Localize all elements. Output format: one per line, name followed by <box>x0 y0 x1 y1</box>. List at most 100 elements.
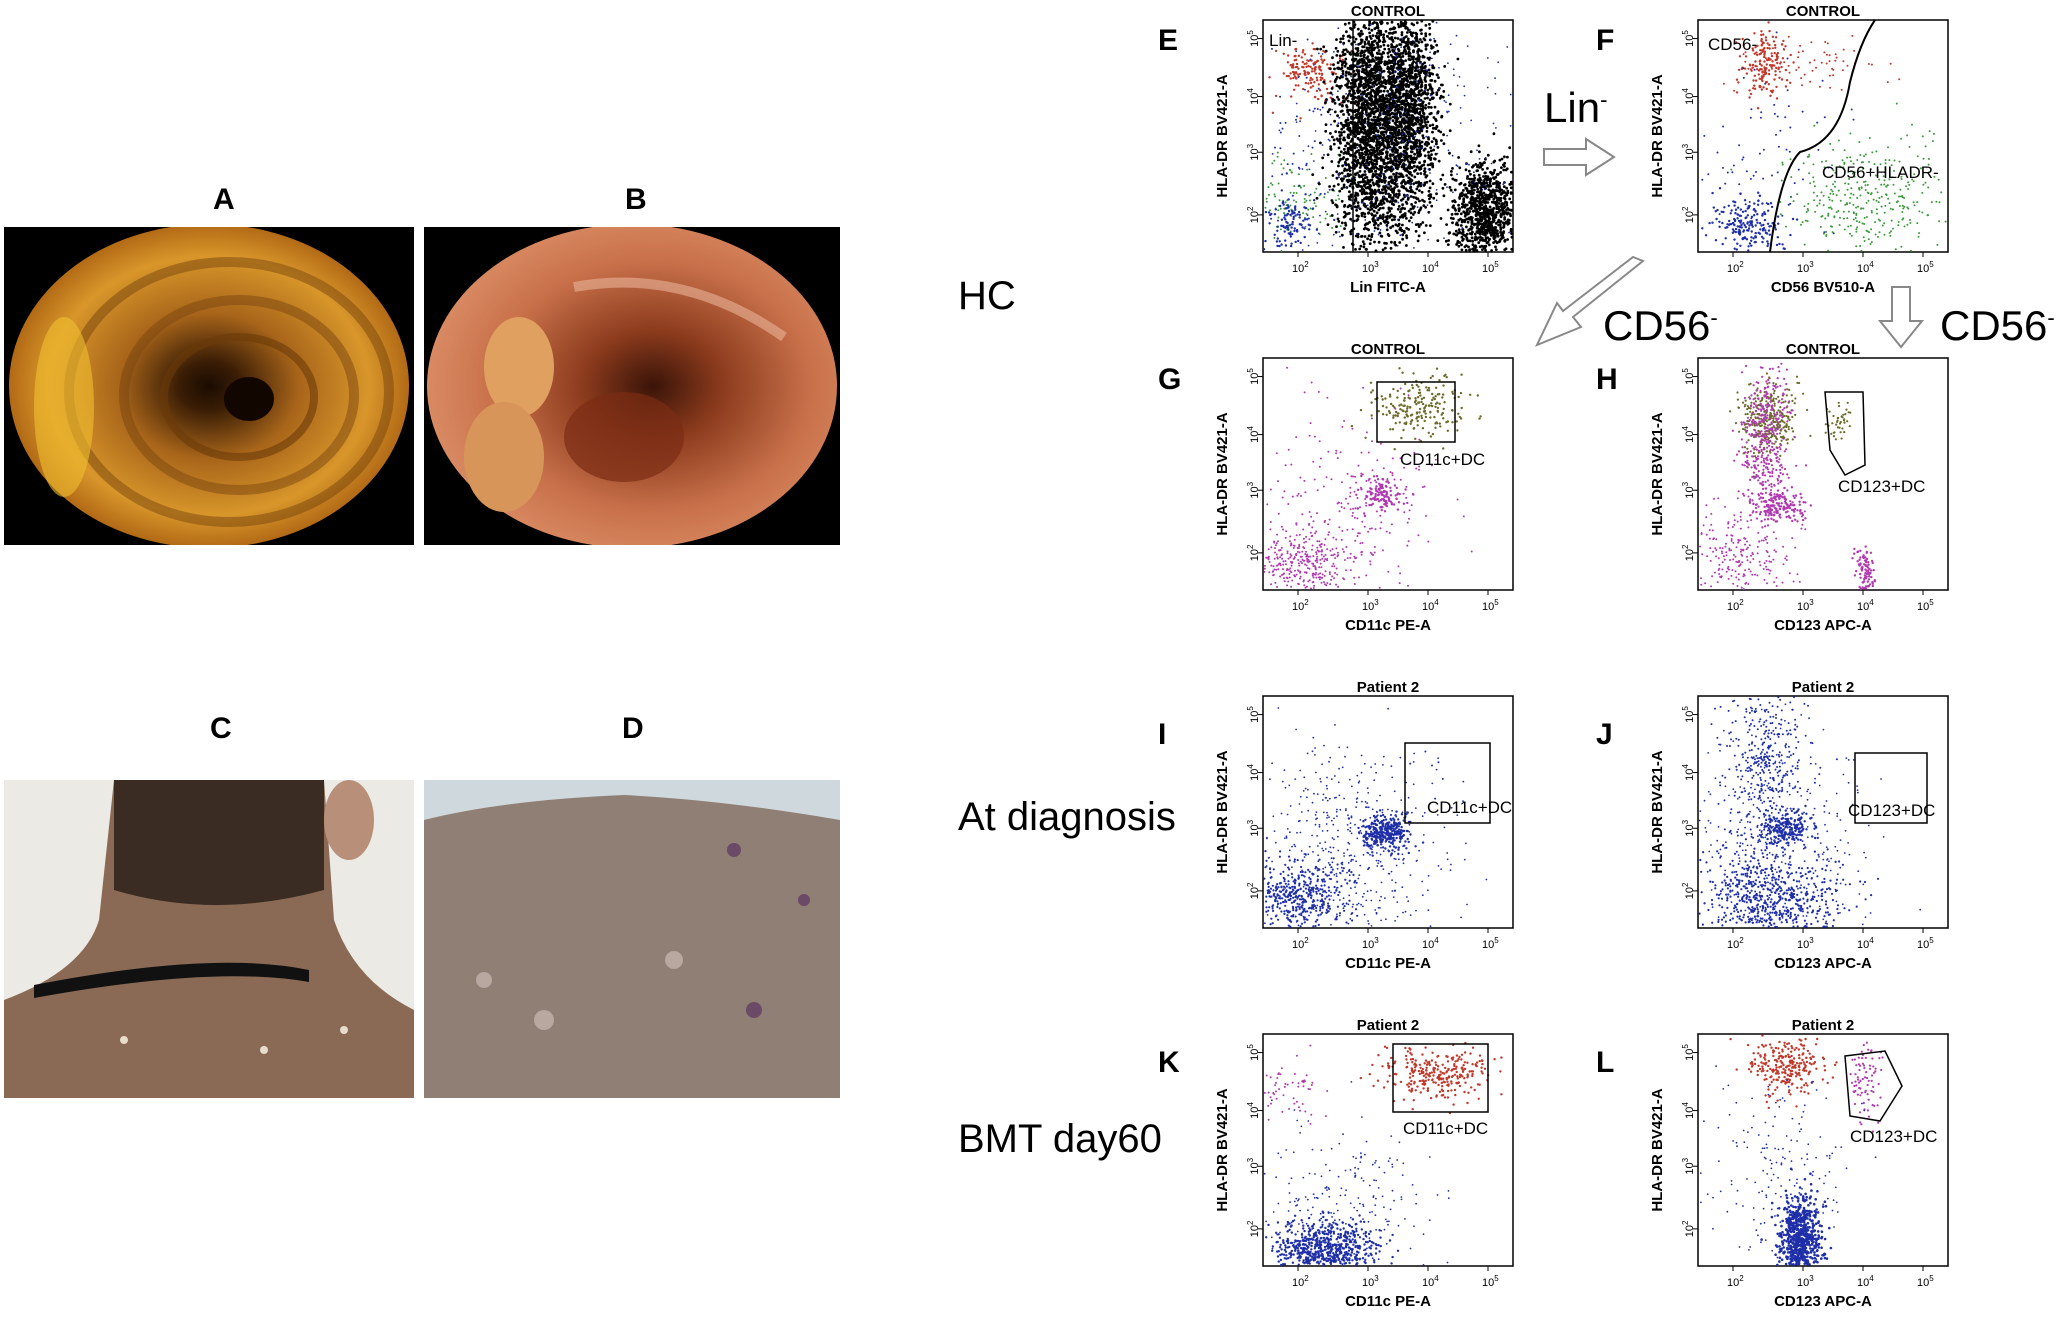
y-tick-label: 104 <box>1246 88 1261 105</box>
plot-title: CONTROL <box>1351 3 1425 20</box>
y-tick-exp: 2 <box>1681 882 1690 887</box>
y-tick-label: 104 <box>1681 426 1696 443</box>
y-axis-label: HLA-DR BV421-A <box>1649 750 1666 874</box>
y-tick-label: 105 <box>1246 706 1261 723</box>
y-axis-label: HLA-DR BV421-A <box>1649 1088 1666 1212</box>
plot-title: CONTROL <box>1786 3 1860 20</box>
row-label-bmt-day60: BMT day60 <box>958 1117 1162 1161</box>
x-tick-label: 104 <box>1857 260 1874 275</box>
y-tick-label: 102 <box>1246 1220 1261 1237</box>
x-tick-exp: 3 <box>1374 260 1379 269</box>
row-label-hc: HC <box>958 274 1016 318</box>
x-tick-label: 105 <box>1917 936 1934 951</box>
x-tick-exp: 2 <box>1304 260 1309 269</box>
y-tick-exp: 4 <box>1246 426 1255 431</box>
panel-label-h: H <box>1596 363 1618 396</box>
y-tick-label: 105 <box>1681 30 1696 47</box>
gate-label: CD11c+DC <box>1403 1119 1488 1138</box>
endoscopy-photo-b <box>424 227 840 545</box>
gate-curve <box>1769 19 1876 253</box>
gate-box <box>1376 381 1456 443</box>
y-tick-exp: 2 <box>1681 206 1690 211</box>
panel-label-j: J <box>1596 718 1613 751</box>
skin-photo-c-neck <box>4 780 414 1098</box>
plot-frame <box>1262 357 1514 591</box>
x-tick-exp: 3 <box>1809 936 1814 945</box>
x-tick-label: 103 <box>1797 936 1814 951</box>
x-tick-exp: 3 <box>1809 260 1814 269</box>
y-axis-label: HLA-DR BV421-A <box>1214 750 1231 874</box>
x-tick-label: 103 <box>1797 1274 1814 1289</box>
x-tick-exp: 4 <box>1869 598 1874 607</box>
x-tick-label: 104 <box>1422 1274 1439 1289</box>
y-tick-exp: 5 <box>1246 368 1255 373</box>
gate-box <box>1854 752 1928 824</box>
arrow-cd56-down <box>1878 286 1924 349</box>
x-tick-label: 105 <box>1917 1274 1934 1289</box>
x-tick-label: 103 <box>1797 598 1814 613</box>
y-tick-label: 104 <box>1681 88 1696 105</box>
x-tick-exp: 5 <box>1494 598 1499 607</box>
gate-label: CD11c+DC <box>1427 798 1512 817</box>
y-tick-exp: 3 <box>1681 1157 1690 1162</box>
event-dots <box>1263 366 1482 590</box>
y-tick-label: 102 <box>1681 1220 1696 1237</box>
x-axis-label: CD123 APC-A <box>1774 955 1872 972</box>
x-tick-exp: 4 <box>1434 936 1439 945</box>
x-tick-label: 104 <box>1857 936 1874 951</box>
plot-title: CONTROL <box>1786 341 1860 358</box>
gate-box <box>1392 1043 1489 1113</box>
y-tick-label: 103 <box>1246 481 1261 498</box>
panel-label-a: A <box>213 183 235 216</box>
y-tick-label: 102 <box>1246 882 1261 899</box>
plot-frame <box>1262 695 1514 929</box>
x-tick-exp: 5 <box>1929 1274 1934 1283</box>
x-tick-label: 105 <box>1482 936 1499 951</box>
y-tick-label: 104 <box>1246 764 1261 781</box>
y-axis-label: HLA-DR BV421-A <box>1214 412 1231 536</box>
y-tick-exp: 3 <box>1246 1157 1255 1162</box>
x-tick-exp: 3 <box>1374 1274 1379 1283</box>
plot-title: Patient 2 <box>1792 679 1855 696</box>
event-dots <box>1701 21 1947 252</box>
gate-label: CD11c+DC <box>1400 450 1485 469</box>
y-tick-exp: 4 <box>1246 88 1255 93</box>
event-dots <box>1698 696 1922 929</box>
y-axis-label: HLA-DR BV421-A <box>1649 74 1666 198</box>
x-tick-exp: 2 <box>1739 260 1744 269</box>
event-dots <box>1699 1034 1884 1267</box>
gate-label: CD56+HLADR- <box>1822 163 1939 182</box>
event-dots <box>1699 362 1876 590</box>
y-tick-exp: 3 <box>1246 481 1255 486</box>
y-tick-exp: 4 <box>1681 764 1690 769</box>
y-axis-label: HLA-DR BV421-A <box>1649 412 1666 536</box>
x-tick-exp: 5 <box>1929 260 1934 269</box>
event-dots <box>1262 19 1514 253</box>
x-axis-label: CD123 APC-A <box>1774 617 1872 634</box>
x-tick-label: 103 <box>1362 260 1379 275</box>
x-tick-label: 104 <box>1422 936 1439 951</box>
x-tick-exp: 5 <box>1929 936 1934 945</box>
x-axis-label: CD11c PE-A <box>1345 617 1431 634</box>
x-tick-label: 102 <box>1727 260 1744 275</box>
endoscopy-photo-a <box>4 227 414 545</box>
x-tick-exp: 2 <box>1304 936 1309 945</box>
plot-title: Patient 2 <box>1792 1017 1855 1034</box>
x-tick-label: 104 <box>1422 598 1439 613</box>
panel-label-g: G <box>1158 363 1182 396</box>
arrow-cd56-diagonal <box>1534 255 1645 347</box>
y-tick-exp: 2 <box>1246 206 1255 211</box>
plot-title: Patient 2 <box>1357 679 1420 696</box>
gate-polygon <box>1824 391 1866 476</box>
row-label-at-diagnosis: At diagnosis <box>958 795 1176 839</box>
x-tick-label: 102 <box>1727 1274 1744 1289</box>
y-tick-exp: 5 <box>1246 1044 1255 1049</box>
x-tick-exp: 4 <box>1869 936 1874 945</box>
panel-label-e: E <box>1158 24 1179 57</box>
y-tick-label: 102 <box>1681 544 1696 561</box>
gate-polygon <box>1844 1050 1903 1122</box>
gate-label: CD123+DC <box>1848 801 1935 820</box>
x-tick-exp: 2 <box>1304 1274 1309 1283</box>
